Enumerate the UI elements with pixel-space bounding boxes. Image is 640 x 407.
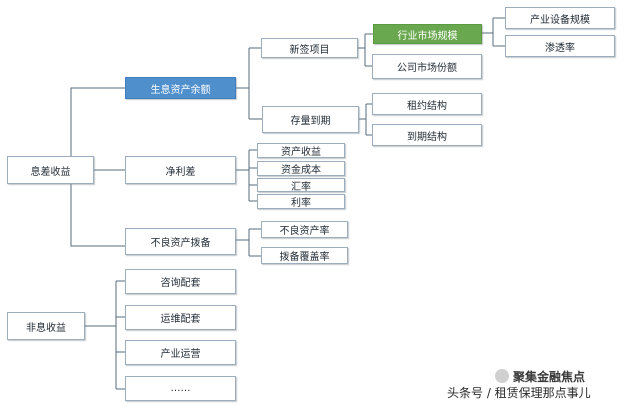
maturity-structure-node: 到期结构	[372, 124, 482, 146]
interest-margin-income-node: 息差收益	[7, 156, 94, 184]
wechat-logo-icon	[495, 369, 509, 383]
net-interest-spread-node: 净利差	[125, 156, 236, 184]
company-market-share-node: 公司市场份额	[372, 54, 482, 79]
equipment-scale-node: 产业设备规模	[505, 7, 615, 29]
lease-structure-node: 租约结构	[372, 93, 482, 115]
industry-operation-node: 产业运营	[125, 340, 236, 365]
watermark-row: 聚集金融焦点	[495, 368, 585, 384]
asset-yield-node: 资产收益	[257, 143, 345, 158]
penetration-rate-node: 渗透率	[505, 35, 615, 57]
npl-ratio-node: 不良资产率	[261, 221, 348, 238]
watermark-subtitle: 头条号 / 租赁保理那点事儿	[447, 386, 591, 400]
non-interest-income-node: 非息收益	[7, 312, 85, 340]
existing-maturity-node: 存量到期	[262, 106, 359, 133]
watermark-title: 聚集金融焦点	[513, 369, 586, 384]
exchange-rate-node: 汇率	[257, 178, 345, 193]
consulting-support-node: 咨询配套	[125, 269, 236, 294]
funding-cost-node: 资金成本	[257, 161, 345, 176]
interest-rate-node: 利率	[257, 194, 345, 209]
interest-earning-assets-node: 生息资产余额	[125, 77, 236, 99]
new-projects-node: 新签项目	[261, 38, 358, 58]
ellipsis-node: ……	[125, 376, 236, 401]
operation-support-node: 运维配套	[125, 305, 236, 330]
provision-coverage-node: 拨备覆盖率	[261, 247, 348, 264]
industry-market-size-node: 行业市场规模	[373, 24, 482, 44]
npl-provision-node: 不良资产拨备	[125, 228, 236, 255]
